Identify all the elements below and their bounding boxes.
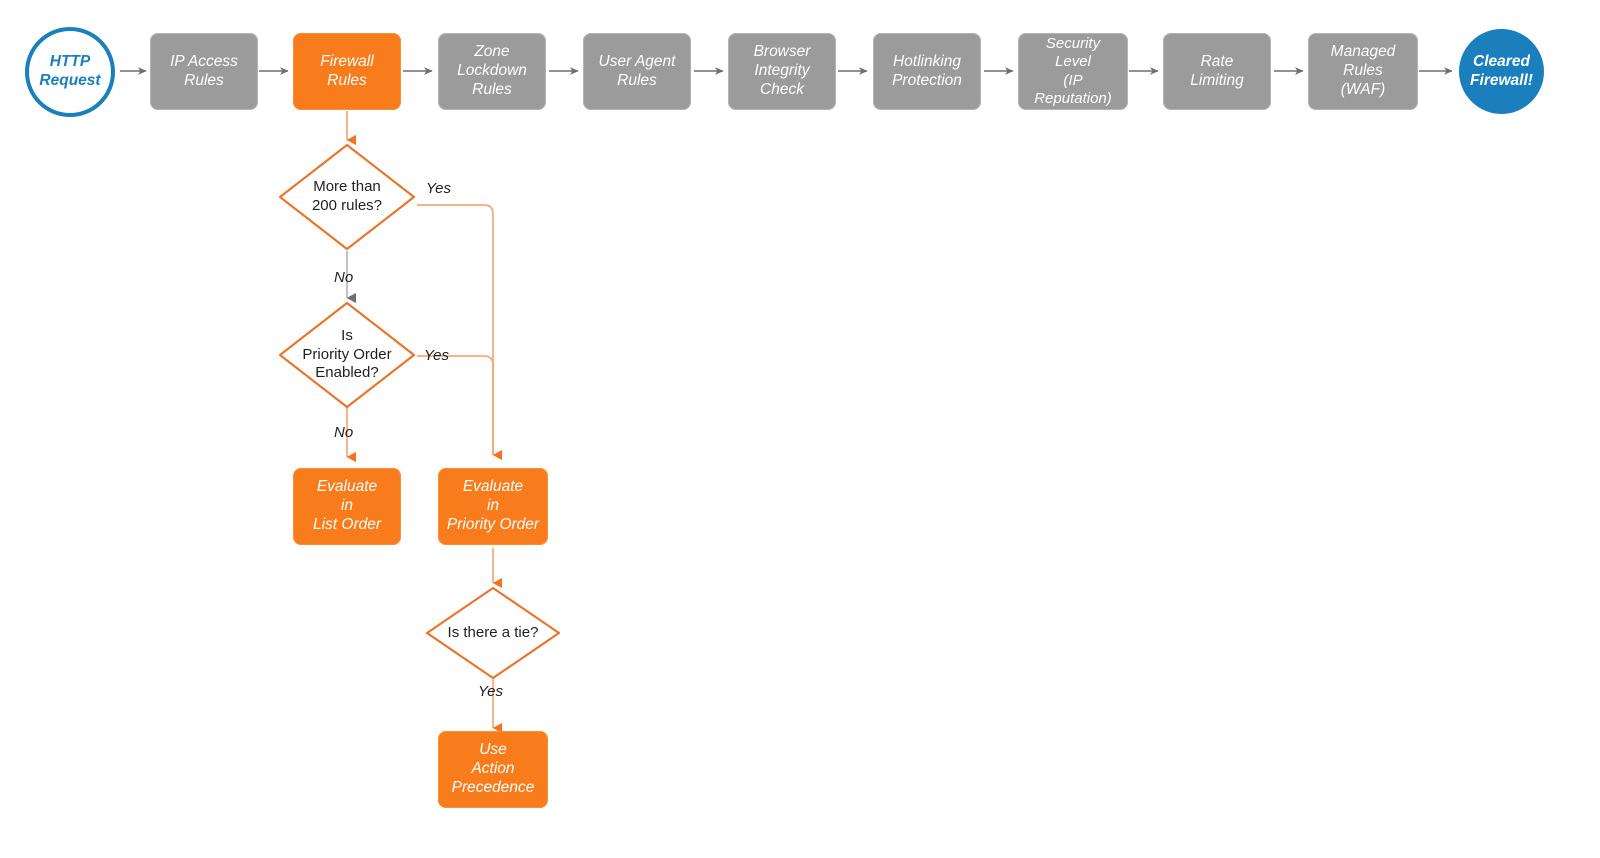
decision-more-than-200-rules[interactable]: More than 200 rules?: [277, 142, 417, 252]
node-label: Security Level (IP Reputation): [1034, 34, 1112, 107]
edge-decision2-yes: [417, 355, 494, 455]
node-label: Hotlinking Protection: [892, 52, 962, 89]
node-ip-access-rules[interactable]: IP Access Rules: [150, 33, 258, 110]
node-label: Cleared Firewall!: [1470, 52, 1533, 89]
node-label: Rate Limiting: [1190, 52, 1244, 89]
node-evaluate-in-priority-order[interactable]: Evaluate in Priority Order: [438, 468, 548, 545]
edge-label-tie-yes: Yes: [478, 683, 504, 700]
node-label: Firewall Rules: [320, 52, 374, 89]
node-label: Evaluate in Priority Order: [446, 478, 540, 533]
node-label: Use Action Precedence: [451, 741, 535, 796]
node-zone-lockdown-rules[interactable]: Zone Lockdown Rules: [438, 33, 546, 110]
node-managed-rules-waf[interactable]: Managed Rules (WAF): [1308, 33, 1418, 110]
decision-label: Is Priority Order Enabled?: [302, 326, 392, 382]
edge-label-decision2-yes: Yes: [424, 347, 450, 364]
node-label: Zone Lockdown Rules: [457, 43, 527, 98]
decision-is-priority-order-enabled[interactable]: Is Priority Order Enabled?: [277, 300, 417, 410]
node-label: HTTP Request: [39, 53, 101, 89]
edge-label-decision1-yes: Yes: [426, 180, 452, 197]
node-label: IP Access Rules: [170, 52, 238, 89]
decision-label: More than 200 rules?: [311, 178, 383, 214]
node-use-action-precedence[interactable]: Use Action Precedence: [438, 731, 548, 808]
node-label: User Agent Rules: [598, 52, 676, 89]
node-evaluate-in-list-order[interactable]: Evaluate in List Order: [293, 468, 401, 545]
diamond-shape: [278, 143, 416, 251]
node-hotlinking-protection[interactable]: Hotlinking Protection: [873, 33, 981, 110]
diamond-shape: [425, 586, 561, 680]
node-firewall-rules[interactable]: Firewall Rules: [293, 33, 401, 110]
node-rate-limiting[interactable]: Rate Limiting: [1163, 33, 1271, 110]
decision-label: Is there a tie?: [447, 623, 539, 641]
decision-is-there-a-tie[interactable]: Is there a tie?: [424, 585, 562, 681]
edge-decision1-yes: [417, 204, 503, 461]
node-label: Browser Integrity Check: [753, 43, 811, 98]
node-user-agent-rules[interactable]: User Agent Rules: [583, 33, 691, 110]
node-security-level[interactable]: Security Level (IP Reputation): [1018, 33, 1128, 110]
edge-label-decision1-no: No: [334, 269, 354, 286]
node-label: Managed Rules (WAF): [1330, 43, 1396, 98]
edge-label-decision2-no: No: [334, 424, 354, 441]
node-label: Evaluate in List Order: [312, 478, 382, 533]
node-browser-integrity-check[interactable]: Browser Integrity Check: [728, 33, 836, 110]
node-cleared-firewall[interactable]: Cleared Firewall!: [1459, 29, 1544, 114]
node-http-request[interactable]: HTTP Request: [25, 27, 115, 117]
